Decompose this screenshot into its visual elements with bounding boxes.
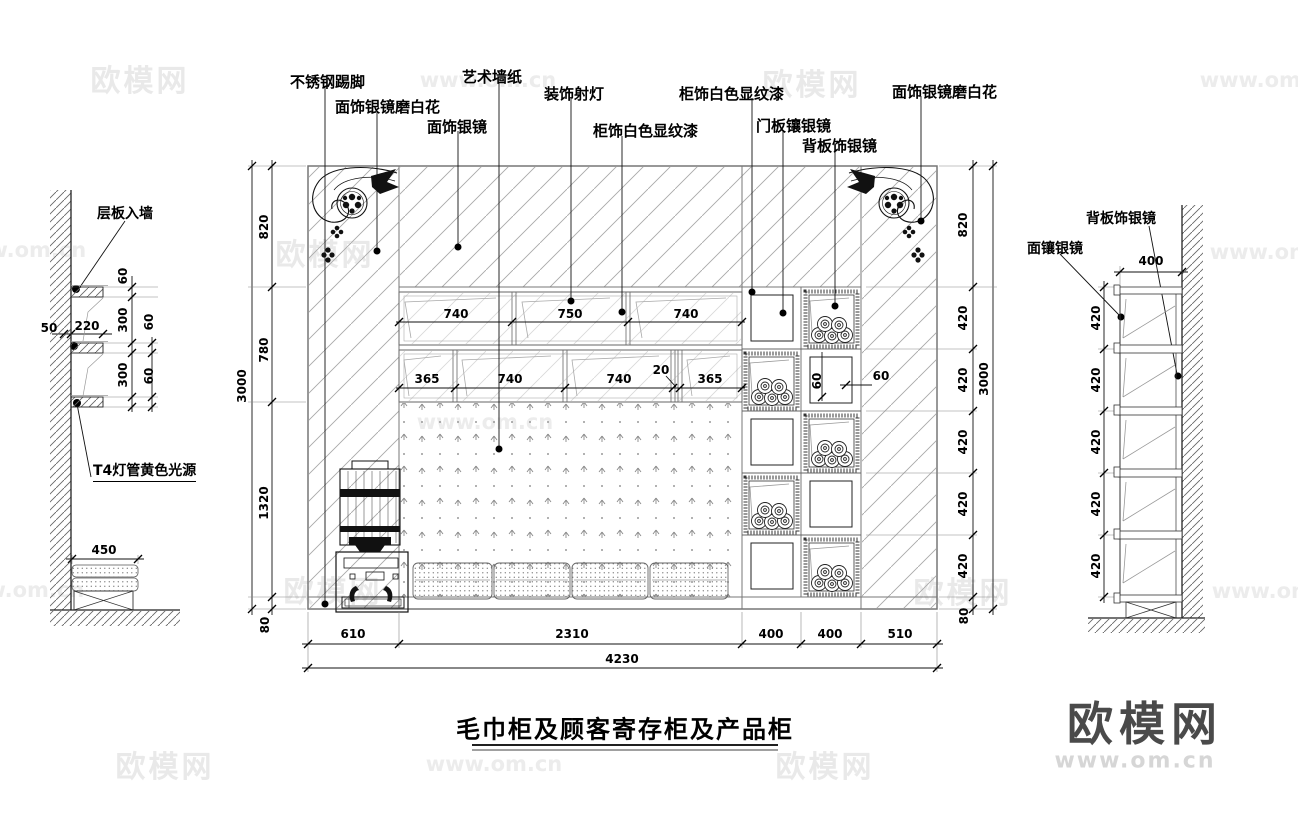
extension-lines [71, 165, 1183, 672]
watermark-text: www.om.cn [419, 68, 557, 92]
left-section-detail [50, 190, 180, 626]
dim-label: 780 [257, 337, 271, 363]
annotation-label: 背板饰银镜 [802, 137, 878, 155]
annotation-label: 门板镶银镜 [756, 117, 832, 135]
dim-label: 80 [258, 616, 272, 634]
annotation-label: T4灯管黄色光源 [93, 460, 197, 482]
dim-label: 400 [758, 627, 784, 641]
dim-label: 60 [116, 267, 130, 285]
site-url: www.om.cn [1054, 748, 1216, 774]
dim-label: 420 [956, 491, 970, 517]
dim-label: 300 [116, 307, 130, 333]
dim-label: 820 [956, 212, 970, 238]
watermark-text: www.om.cn [425, 752, 563, 776]
dimension-lines [52, 160, 1188, 669]
dim-label: 820 [257, 214, 271, 240]
dim-label: 610 [340, 627, 366, 641]
dim-label: 420 [956, 553, 970, 579]
dim-label: 420 [1089, 553, 1103, 579]
right-section-detail [1088, 205, 1205, 633]
water-dispenser [335, 460, 409, 613]
lower-display-shelf [398, 349, 743, 403]
dim-label: 3000 [235, 369, 249, 403]
dim-label: 4230 [605, 652, 639, 666]
dim-label: 60 [142, 367, 156, 385]
dim-label: 220 [74, 319, 100, 333]
dim-label: 510 [887, 627, 913, 641]
watermark-text: 欧模网 [762, 68, 862, 103]
dim-label: 1320 [257, 486, 271, 520]
annotation-label: 艺术墙纸 [462, 68, 523, 86]
title-underline [472, 744, 778, 751]
dim-label: 750 [557, 307, 583, 321]
site-logo: 欧模网 [1067, 697, 1223, 751]
dim-label: 420 [1089, 305, 1103, 331]
dim-label: 740 [606, 372, 632, 386]
watermark-text: www.om.cn [0, 238, 87, 262]
annotation-label: 柜饰白色显纹漆 [679, 85, 785, 103]
watermark-text: www.om.cn [1199, 68, 1298, 92]
watermark-text: 欧模网 [775, 750, 875, 785]
dim-label: 400 [817, 627, 843, 641]
dim-label: 3000 [977, 362, 991, 396]
annotation-label: 面镶银镜 [1027, 241, 1083, 257]
watermark-text: www.om.cn [1211, 579, 1298, 603]
drawing-title: 毛巾柜及顾客寄存柜及产品柜 [456, 715, 794, 744]
dim-label: 300 [116, 362, 130, 388]
annotation-label: 面饰银镜 [427, 118, 488, 136]
bench-section [50, 564, 180, 626]
annotation-label: 面饰银镜磨白花 [892, 83, 998, 101]
dim-label: 400 [1138, 254, 1164, 268]
dim-label: 420 [1089, 491, 1103, 517]
dim-label: 80 [957, 607, 971, 625]
annotation-label: 面饰银镜磨白花 [335, 98, 441, 116]
dim-label: 420 [956, 305, 970, 331]
dim-label: 60 [872, 369, 890, 383]
annotation-label: 装饰射灯 [544, 85, 605, 103]
cabinet-grid [742, 289, 872, 597]
dim-label: 740 [673, 307, 699, 321]
annotation-label: 层板入墙 [97, 206, 153, 222]
dim-label: 420 [956, 367, 970, 393]
dim-label: 60 [142, 313, 156, 331]
dim-label: 450 [91, 543, 117, 557]
dim-label: 740 [497, 372, 523, 386]
dim-label: 365 [697, 372, 723, 386]
annotation-label: 不锈钢踢脚 [290, 73, 366, 91]
watermark-text: www.om.cn [1209, 240, 1298, 264]
dim-label: 420 [1089, 367, 1103, 393]
dim-label: 50 [40, 321, 58, 335]
annotation-label: 背板饰银镜 [1086, 211, 1156, 227]
annotation-label: 柜饰白色显纹漆 [593, 122, 699, 140]
dim-label: 2310 [555, 627, 589, 641]
sofa-cushions [412, 562, 729, 600]
dim-label: 740 [443, 307, 469, 321]
watermark-text: 欧模网 [90, 64, 190, 99]
watermark-text: 欧模网 [115, 750, 215, 785]
dim-label: 365 [414, 372, 440, 386]
annotation-leaders [76, 83, 1178, 603]
dim-label: 60 [810, 372, 824, 390]
dim-label: 420 [1089, 429, 1103, 455]
dim-label: 420 [956, 429, 970, 455]
dim-label: 20 [652, 363, 670, 377]
